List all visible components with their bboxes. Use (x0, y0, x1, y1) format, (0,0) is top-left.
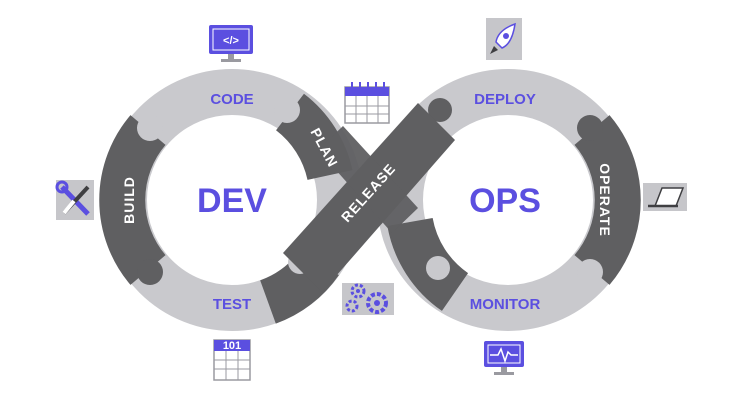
stage-test: TEST (213, 296, 251, 313)
binary-sheet-icon: 101 (213, 339, 251, 381)
stage-monitor: MONITOR (470, 296, 541, 313)
stage-deploy: DEPLOY (474, 91, 536, 108)
wrench-screwdriver-icon (55, 180, 94, 220)
release-bridge (283, 103, 455, 292)
calendar-icon (344, 82, 390, 124)
code-monitor-icon: </> (209, 25, 253, 62)
build-segment (99, 115, 166, 285)
puzzle-knob (137, 259, 163, 285)
binary-glyph: 101 (223, 340, 241, 352)
ops-label: OPS (469, 182, 541, 220)
stage-operate: OPERATE (597, 163, 613, 237)
heartbeat-monitor-icon (484, 341, 524, 375)
code-glyph: </> (223, 35, 239, 47)
puzzle-knob (428, 98, 452, 122)
dev-label: DEV (197, 182, 267, 220)
stage-code: CODE (210, 91, 253, 108)
laptop-icon (643, 183, 687, 211)
ops-lower-dark-segment (387, 217, 469, 311)
gears-icon (342, 283, 394, 315)
puzzle-knob (274, 97, 300, 123)
operate-segment (574, 115, 641, 285)
puzzle-knob (137, 115, 163, 141)
rocket-icon (486, 18, 522, 60)
puzzle-knob (577, 259, 603, 285)
puzzle-knob (577, 115, 603, 141)
stage-build: BUILD (121, 176, 137, 224)
release-back-segment (318, 126, 418, 233)
puzzle-knob (426, 256, 450, 280)
